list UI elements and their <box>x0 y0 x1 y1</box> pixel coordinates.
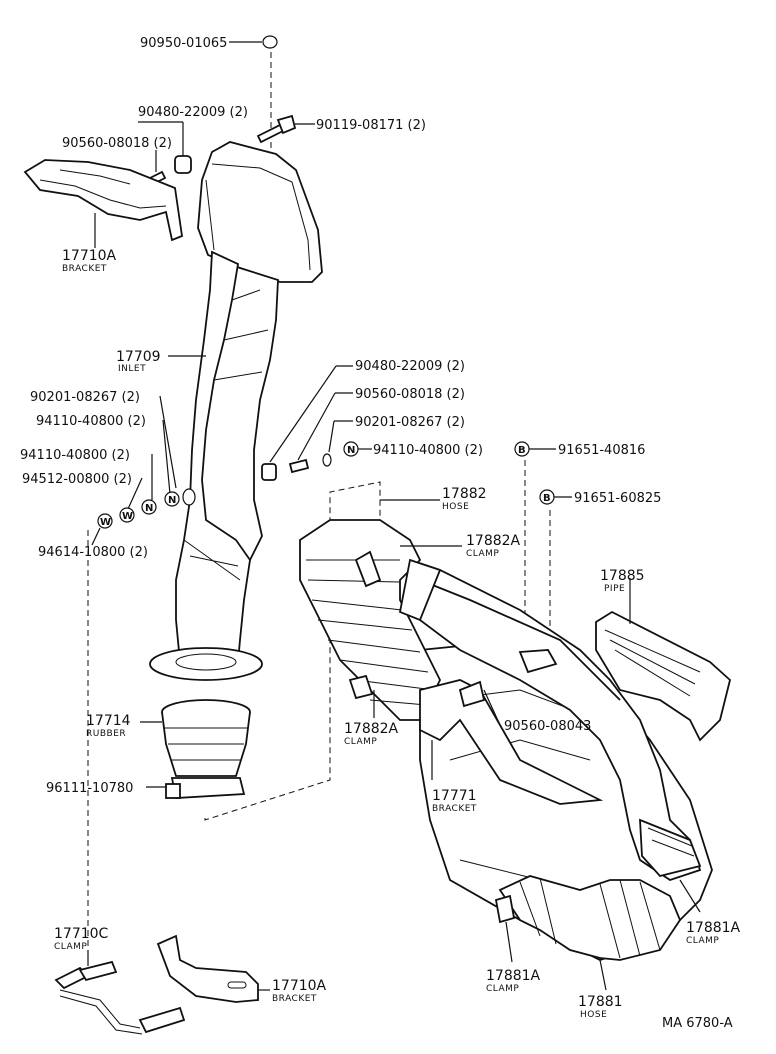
label-17710c-name: CLAMP <box>54 942 87 952</box>
label-17771-number: 17771 <box>432 788 477 804</box>
washer-symbol-2: W <box>97 513 113 529</box>
hose-17882 <box>299 499 462 721</box>
grommet-90950 <box>229 35 278 49</box>
svg-text:N: N <box>168 495 176 506</box>
label-17714-number: 17714 <box>86 713 131 729</box>
nut-symbol-2: N <box>141 499 157 515</box>
middle-fasteners: N B B <box>261 365 572 505</box>
svg-text:B: B <box>543 493 551 504</box>
label-17881a-right-name: CLAMP <box>686 936 719 946</box>
nut-symbol-3: N <box>343 441 359 457</box>
label-17714-name: RUBBER <box>86 729 126 739</box>
label-17882a-top-name: CLAMP <box>466 549 499 559</box>
label-91651-40816: 91651-40816 <box>558 443 645 458</box>
svg-text:N: N <box>145 503 153 514</box>
label-17881a-bottom-number: 17881A <box>486 968 541 984</box>
label-17882a-bottom-number: 17882A <box>344 721 399 737</box>
label-17710a-top-name: BRACKET <box>62 264 107 274</box>
label-90201-08267-left: 90201-08267 (2) <box>30 390 140 405</box>
diagram-reference-code: MA 6780-A <box>662 1016 733 1031</box>
label-17885-number: 17885 <box>600 568 645 584</box>
label-17882a-top-number: 17882A <box>466 533 521 549</box>
label-17710a-top-number: 17710A <box>62 248 117 264</box>
clamp-17710c <box>54 950 186 1035</box>
label-90560-08018-mid: 90560-08018 (2) <box>355 387 465 402</box>
svg-text:W: W <box>122 511 133 522</box>
label-17881-name: HOSE <box>580 1010 607 1020</box>
collar-90480-top <box>138 121 192 174</box>
label-90480-22009-top: 90480-22009 (2) <box>138 105 248 120</box>
bolt-symbol-2: B <box>539 489 555 505</box>
rubber-17714 <box>140 699 251 777</box>
small-fasteners-left: N N W W <box>91 395 196 546</box>
label-90560-08018-top: 90560-08018 (2) <box>62 136 172 151</box>
label-94110-40800-left1: 94110-40800 (2) <box>36 414 146 429</box>
nut-symbol-1: N <box>164 491 180 507</box>
bolt-symbol-1: B <box>514 441 530 457</box>
label-90950-01065: 90950-01065 <box>140 36 227 51</box>
labels: 90950-01065 90480-22009 (2) 90119-08171 … <box>20 36 741 1031</box>
bolt-90119 <box>256 114 315 144</box>
label-94110-40800-mid: 94110-40800 (2) <box>373 443 483 458</box>
label-94614-10800: 94614-10800 (2) <box>38 545 148 560</box>
inlet-17709 <box>149 141 323 681</box>
label-91651-60825: 91651-60825 <box>574 491 661 506</box>
label-17881a-bottom-name: CLAMP <box>486 984 519 994</box>
washer-symbol-1: W <box>119 507 135 523</box>
label-17709-name: INLET <box>118 364 146 374</box>
label-94512-00800: 94512-00800 (2) <box>22 472 132 487</box>
pipe-17885 <box>408 558 732 881</box>
label-17709-number: 17709 <box>116 349 161 365</box>
label-17710a-bottom-name: BRACKET <box>272 994 317 1004</box>
label-17771-name: BRACKET <box>432 804 477 814</box>
svg-text:W: W <box>100 517 111 528</box>
label-17710c-number: 17710C <box>54 926 109 942</box>
label-90480-22009-mid: 90480-22009 (2) <box>355 359 465 374</box>
bracket-17710a-top <box>23 159 183 248</box>
bracket-17771 <box>419 679 604 805</box>
label-17710a-bottom-number: 17710A <box>272 978 327 994</box>
label-17882-name: HOSE <box>442 502 469 512</box>
label-90119-08171: 90119-08171 (2) <box>316 118 426 133</box>
label-17882a-bottom-name: CLAMP <box>344 737 377 747</box>
label-90560-08043: 90560-08043 <box>504 719 591 734</box>
label-17885-name: PIPE <box>604 584 625 594</box>
clamp-96111 <box>146 777 246 799</box>
svg-text:B: B <box>518 445 526 456</box>
label-17882-number: 17882 <box>442 486 487 502</box>
label-94110-40800-left2: 94110-40800 (2) <box>20 448 130 463</box>
label-17881-number: 17881 <box>578 994 623 1010</box>
hose-17881 <box>494 875 701 991</box>
bracket-17710a-bottom <box>156 934 270 1003</box>
label-96111-10780: 96111-10780 <box>46 781 133 796</box>
label-17881a-right-number: 17881A <box>686 920 741 936</box>
svg-text:N: N <box>347 445 355 456</box>
label-90201-08267-mid: 90201-08267 (2) <box>355 415 465 430</box>
